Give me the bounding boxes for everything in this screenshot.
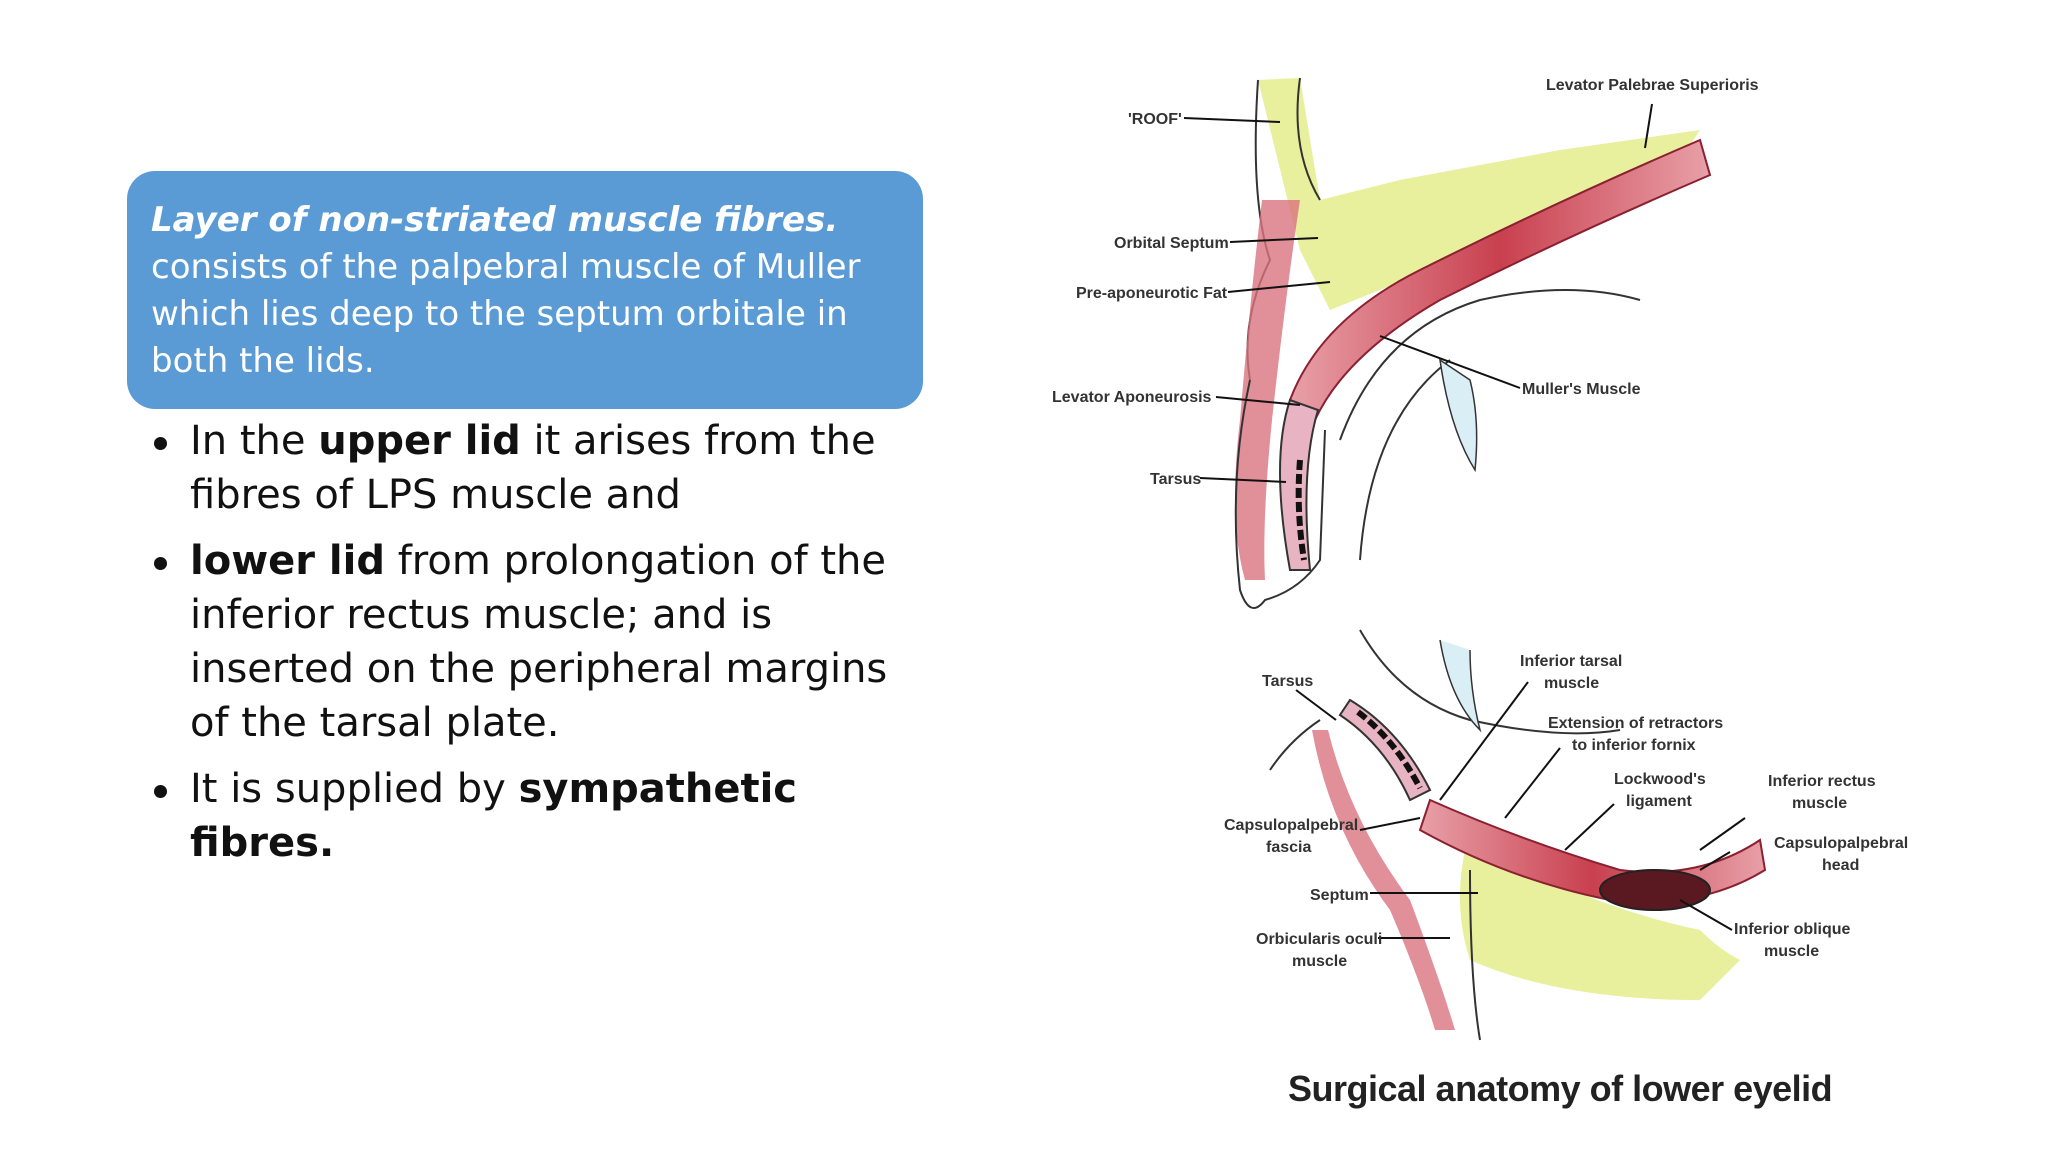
label-inferior-rectus-2: muscle — [1792, 795, 1847, 812]
label-inferior-oblique: Inferior oblique — [1734, 921, 1851, 938]
inferior-oblique — [1599, 869, 1711, 911]
label-tarsus-lower: Tarsus — [1262, 673, 1313, 690]
eyelid-anatomy-figure: 'ROOF' Levator Palebrae Superioris Orbit… — [1052, 77, 1908, 1041]
bullet-item: lower lid from prolongation of the infer… — [150, 534, 910, 750]
bullet-text: In the — [190, 418, 319, 464]
bullet-bold: sympathetic fibres. — [190, 766, 798, 866]
label-lockwoods: Lockwood's — [1614, 771, 1706, 788]
orbital-fat — [1258, 78, 1700, 310]
bullet-bold: lower lid — [190, 538, 385, 584]
lower-lid-diagram: Tarsus Inferior tarsal muscle Extension … — [1224, 629, 1908, 1041]
bullet-text: from prolongation of the inferior rectus… — [190, 538, 888, 746]
label-septum: Septum — [1310, 887, 1369, 904]
tarsus-upper — [1279, 398, 1320, 571]
tarsus-lower — [1338, 698, 1432, 802]
label-extension-retractors: Extension of retractors — [1548, 715, 1723, 732]
figure-caption: Surgical anatomy of lower eyelid — [1288, 1068, 1833, 1109]
label-capsulopalpebral-head: Capsulopalpebral — [1774, 835, 1908, 852]
label-inferior-tarsal: Inferior tarsal — [1520, 653, 1622, 670]
label-lps: Levator Palebrae Superioris — [1546, 77, 1759, 94]
label-capsulopalpebral-fascia: Capsulopalpebral — [1224, 817, 1358, 834]
label-orbital-septum: Orbital Septum — [1114, 235, 1229, 252]
levator-muscle — [1288, 138, 1712, 422]
callout-box: Layer of non-striated muscle fibres. con… — [127, 171, 923, 409]
label-inferior-oblique-2: muscle — [1764, 943, 1819, 960]
label-inferior-tarsal-2: muscle — [1544, 675, 1599, 692]
bullet-text: it arises from the fibres of LPS muscle … — [190, 418, 876, 518]
label-preaponeurotic-fat: Pre-aponeurotic Fat — [1076, 285, 1228, 302]
label-orbicularis-2: muscle — [1292, 953, 1347, 970]
bullet-item: It is supplied by sympathetic fibres. — [150, 762, 910, 870]
label-orbicularis: Orbicularis oculi — [1256, 931, 1382, 948]
label-inferior-rectus: Inferior rectus — [1768, 773, 1876, 790]
callout-text: consists of the palpebral muscle of Mull… — [151, 247, 861, 381]
bullet-bold: upper lid — [318, 418, 521, 464]
label-levator-aponeurosis: Levator Aponeurosis — [1052, 389, 1212, 406]
label-tarsus-upper: Tarsus — [1150, 471, 1201, 488]
label-roof: 'ROOF' — [1128, 111, 1182, 128]
bullet-list: In the upper lid it arises from the fibr… — [150, 414, 910, 882]
label-lockwoods-2: ligament — [1626, 793, 1692, 810]
bullet-item: In the upper lid it arises from the fibr… — [150, 414, 910, 522]
orbicularis-lower — [1312, 730, 1455, 1030]
callout-lead: Layer of non-striated muscle fibres. — [151, 200, 839, 240]
orbicularis-upper — [1235, 200, 1300, 580]
bullet-text: It is supplied by — [190, 766, 519, 812]
label-mullers-muscle: Muller's Muscle — [1522, 381, 1641, 398]
upper-lid-diagram: 'ROOF' Levator Palebrae Superioris Orbit… — [1052, 77, 1759, 609]
label-extension-retractors-2: to inferior fornix — [1572, 737, 1696, 754]
label-capsulopalpebral-head-2: head — [1822, 857, 1859, 874]
label-capsulopalpebral-fascia-2: fascia — [1266, 839, 1311, 856]
